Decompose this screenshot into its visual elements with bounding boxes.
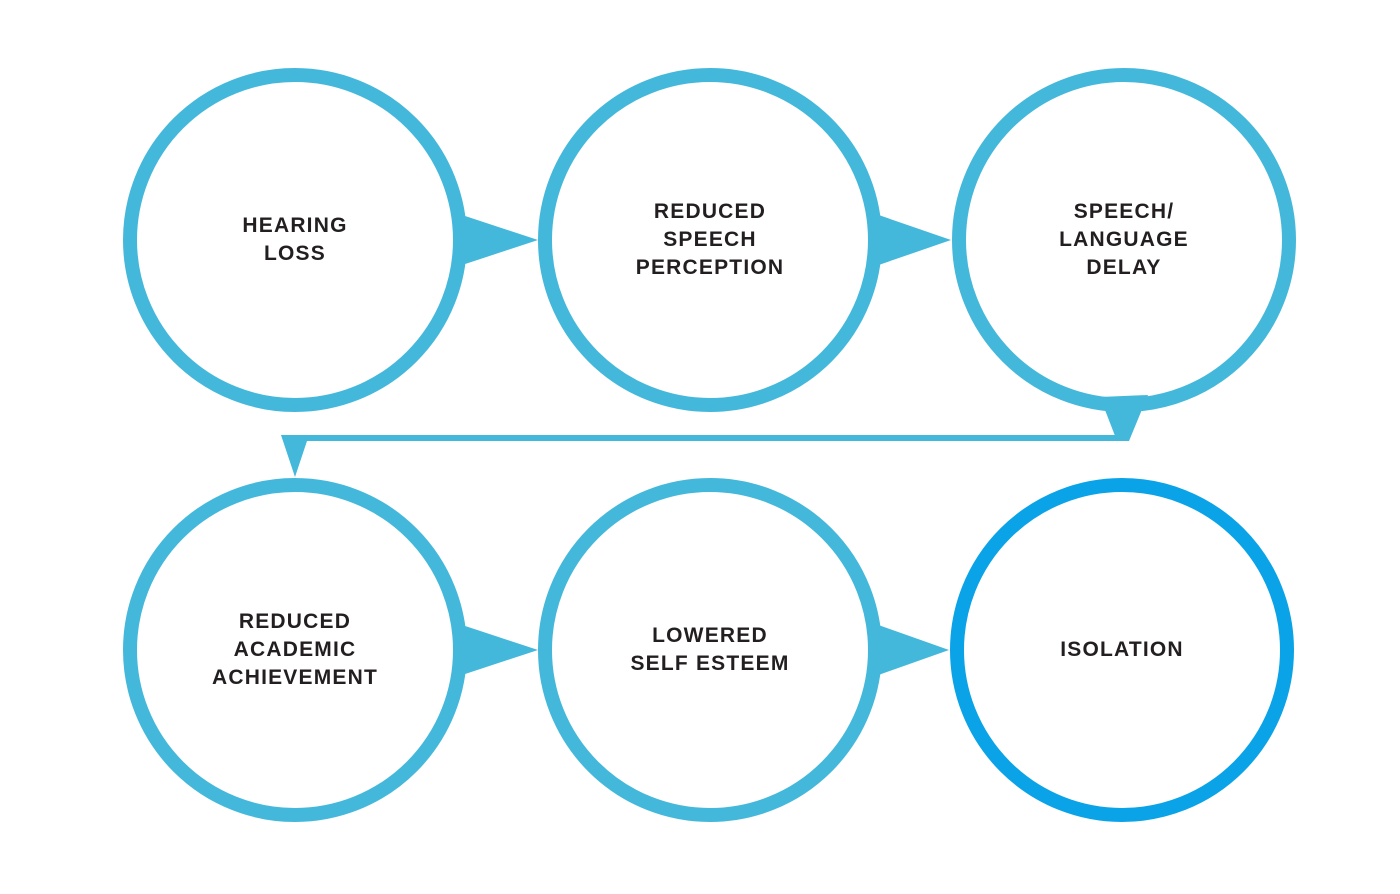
node-label-lowered-self-esteem: LOWERED SELF ESTEEM [630,624,790,675]
connector-arrowhead-icon [281,435,309,477]
node-label-reduced-speech-perception: REDUCED SPEECH PERCEPTION [635,200,785,279]
node-label-reduced-academic-achievement: REDUCED ACADEMIC ACHIEVEMENT [211,610,379,689]
circle-isolation [950,478,1294,822]
arrow-hearing-loss-to-reduced-speech-perception-icon [453,212,538,268]
node-label-speech-language-delay: SPEECH/ LANGUAGE DELAY [1059,200,1189,279]
arrow-reduced-academic-achievement-to-lowered-self-esteem-icon [453,622,538,678]
node-label-hearing-loss: HEARING LOSS [242,214,348,265]
arrow-reduced-speech-perception-to-speech-language-delay-icon [870,212,951,268]
circle-speech-language-delay [952,68,1296,412]
connector-line [292,435,1122,441]
arrow-lowered-self-esteem-to-isolation-icon [870,622,949,678]
node-label-isolation: ISOLATION [1060,638,1184,662]
